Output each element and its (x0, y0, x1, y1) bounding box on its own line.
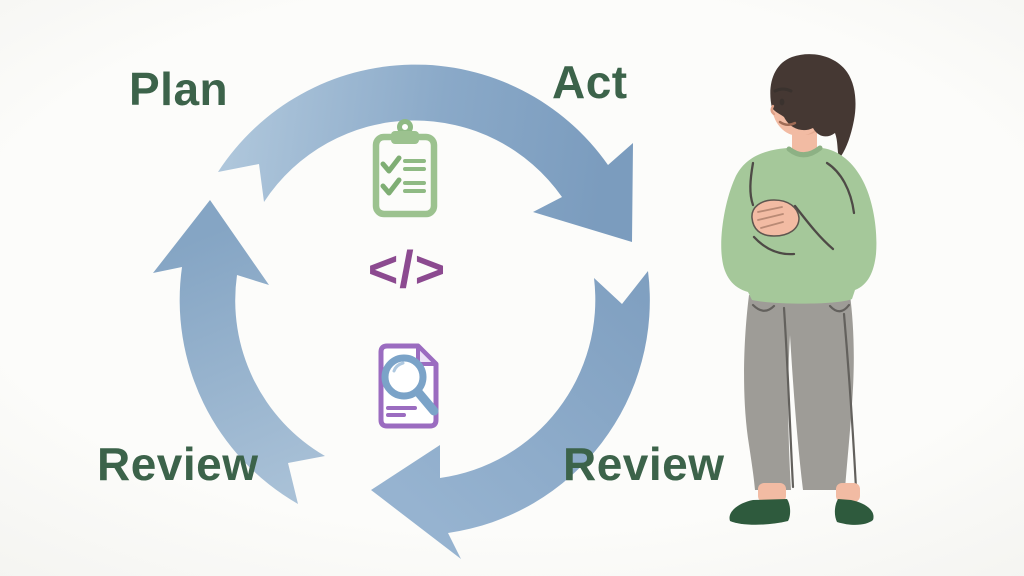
arrow-act-to-review (371, 271, 650, 559)
cycle-label-review-right: Review (563, 438, 725, 490)
person-arm-lines (749, 161, 856, 256)
person-nose (770, 104, 776, 116)
code-icon: </> (367, 241, 447, 299)
person-ankle-right (836, 483, 860, 502)
person-illustration (721, 54, 877, 525)
arrow-plan-to-act (218, 64, 633, 242)
person-hair (770, 54, 856, 160)
person-sweater (721, 148, 877, 304)
cycle-label-plan: Plan (129, 63, 229, 115)
person-eye (779, 98, 785, 106)
cycle-arrows (153, 64, 650, 559)
person-pants (744, 295, 854, 490)
person-hands (751, 199, 800, 237)
cycle-label-act: Act (552, 56, 628, 108)
person-eyebrow (773, 87, 793, 93)
person-ankle-left (758, 483, 786, 502)
person-pants-crease (782, 306, 795, 489)
person-shoe-left (729, 499, 791, 525)
person-pants-seam (842, 312, 858, 490)
person-pocket-right (828, 303, 851, 313)
checklist-icon (372, 119, 438, 218)
person-finger-lines (757, 206, 784, 229)
person-collar-shadow (786, 145, 823, 158)
person-shoe-right (834, 499, 874, 525)
person-pocket-left (751, 303, 776, 312)
arrow-review-to-plan (153, 200, 325, 504)
document-search-icon (378, 343, 439, 429)
person-smile (778, 120, 797, 126)
cycle-label-review-left: Review (97, 438, 259, 490)
